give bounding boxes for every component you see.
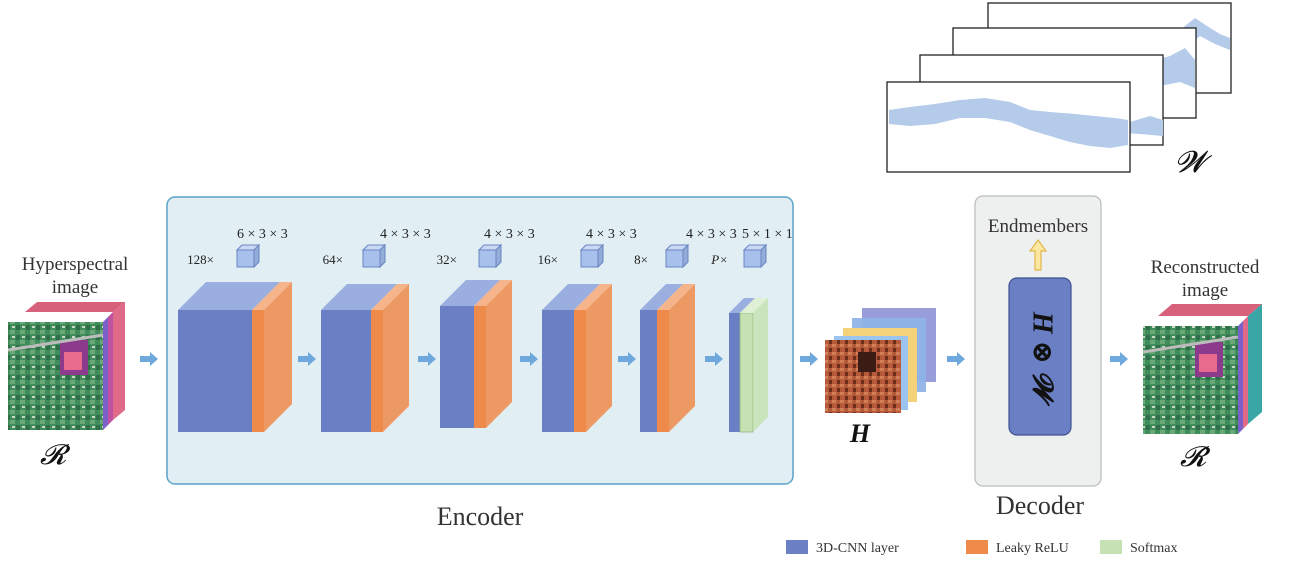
relu-block bbox=[474, 306, 486, 428]
cnn-block-top bbox=[321, 284, 397, 310]
cnn-block-top bbox=[640, 284, 683, 310]
output-symbol: 𝓡̂ bbox=[1180, 442, 1211, 473]
relu-block-side bbox=[383, 284, 409, 432]
endmember-matrix-symbol: 𝓦 bbox=[1175, 146, 1213, 179]
kernel-cube-icon bbox=[236, 249, 255, 268]
output-label-line2: image bbox=[1182, 280, 1228, 301]
endmembers-label: Endmembers bbox=[988, 216, 1088, 237]
relu-block bbox=[657, 310, 669, 432]
kernel-cube-icon bbox=[362, 249, 381, 268]
legend: 3D-CNN layer Leaky ReLU Softmax bbox=[786, 540, 1177, 556]
kernel-cube-icon bbox=[580, 249, 599, 268]
relu-block-side bbox=[669, 284, 695, 432]
input-hyperspectral-image: Hyperspectral image 𝓡 bbox=[7, 254, 129, 471]
legend-item: Softmax bbox=[1100, 540, 1177, 556]
endmember-spectra-stack: 𝓦 bbox=[886, 2, 1232, 179]
relu-block-side bbox=[486, 280, 512, 428]
spectrum-panel-1 bbox=[886, 81, 1131, 173]
kernel-cube-icon bbox=[743, 249, 762, 268]
legend-item: 3D-CNN layer bbox=[786, 540, 899, 556]
relu-block bbox=[371, 310, 383, 432]
channel-count-label: 128× bbox=[187, 252, 214, 267]
relu-block-top bbox=[574, 284, 612, 310]
cnn-block bbox=[321, 310, 371, 432]
cnn-block bbox=[729, 313, 740, 432]
legend-swatch bbox=[966, 540, 988, 554]
input-label-line1: Hyperspectral bbox=[22, 254, 129, 275]
softmax-block-side bbox=[753, 298, 768, 432]
input-label-line2: image bbox=[52, 277, 98, 298]
output-label-line1: Reconstructed bbox=[1151, 257, 1260, 278]
relu-block bbox=[574, 310, 586, 432]
kernel-cube-icon bbox=[665, 249, 684, 268]
cnn-block-top bbox=[729, 298, 755, 313]
kernel-size-label: 4 × 3 × 3 bbox=[686, 227, 737, 242]
channel-count-label: 8× bbox=[634, 252, 648, 267]
arrow-abundance-to-decoder bbox=[947, 352, 965, 366]
encoder-layer-2: 4 × 3 × 3 64× bbox=[321, 227, 431, 432]
input-symbol: 𝓡 bbox=[40, 440, 71, 471]
kernel-size-label: 4 × 3 × 3 bbox=[484, 227, 535, 242]
relu-block-side bbox=[586, 284, 612, 432]
arrow-enc-3 bbox=[520, 352, 538, 366]
encoder-arrows bbox=[298, 352, 723, 366]
decoder-label: Decoder bbox=[996, 491, 1084, 520]
encoder-layer-5: 4 × 3 × 3 8× bbox=[634, 227, 737, 432]
encoder-layer-4: 4 × 3 × 3 16× bbox=[538, 227, 637, 432]
abundance-maps: H bbox=[825, 308, 936, 448]
legend-label: Softmax bbox=[1130, 541, 1177, 556]
arrow-input-to-encoder bbox=[140, 352, 158, 366]
encoder-layer-1: 6 × 3 × 3 128× bbox=[178, 227, 292, 432]
output-cube bbox=[1142, 304, 1262, 434]
legend-item: Leaky ReLU bbox=[966, 540, 1069, 556]
output-reconstructed-image: Reconstructed image 𝓡̂ bbox=[1142, 257, 1262, 473]
endmembers-up-arrow bbox=[1028, 238, 1048, 271]
abundance-symbol: H bbox=[849, 419, 871, 448]
softmax-block bbox=[739, 312, 754, 433]
relu-block-top bbox=[474, 280, 512, 306]
cnn-block bbox=[640, 310, 657, 432]
legend-swatch bbox=[1100, 540, 1122, 554]
cnn-block bbox=[178, 310, 252, 432]
legend-label: Leaky ReLU bbox=[996, 541, 1069, 556]
encoder-layer-3: 4 × 3 × 3 32× bbox=[437, 227, 535, 428]
channel-count-label: P× bbox=[710, 252, 728, 267]
cnn-block-top bbox=[440, 280, 500, 306]
cnn-block bbox=[440, 306, 474, 428]
arrow-enc-1 bbox=[298, 352, 316, 366]
legend-label: 3D-CNN layer bbox=[816, 541, 899, 556]
input-cube bbox=[7, 302, 125, 430]
kernel-size-label: 6 × 3 × 3 bbox=[237, 227, 288, 242]
arrow-encoder-to-abundance bbox=[800, 352, 818, 366]
decoder-panel: Endmembers H ⊗ 𝓦 Decoder bbox=[974, 195, 1102, 520]
arrow-enc-4 bbox=[618, 352, 636, 366]
relu-block-top bbox=[252, 282, 292, 310]
channel-count-label: 32× bbox=[437, 252, 457, 267]
decoder-operation-block bbox=[1008, 277, 1072, 436]
kernel-size-label: 5 × 1 × 1 bbox=[742, 227, 793, 242]
cnn-block-top bbox=[178, 282, 280, 310]
channel-count-label: 64× bbox=[323, 252, 343, 267]
encoder-label: Encoder bbox=[437, 502, 524, 531]
relu-block-side bbox=[264, 282, 292, 432]
kernel-size-label: 4 × 3 × 3 bbox=[380, 227, 431, 242]
kernel-size-label: 4 × 3 × 3 bbox=[586, 227, 637, 242]
cnn-block-top bbox=[542, 284, 600, 310]
kernel-cube-icon bbox=[478, 249, 497, 268]
arrow-decoder-to-output bbox=[1110, 352, 1128, 366]
arrow-enc-5 bbox=[705, 352, 723, 366]
relu-block bbox=[252, 310, 264, 432]
encoder-layer-6: 5 × 1 × 1 P× bbox=[710, 227, 793, 433]
arrow-enc-2 bbox=[418, 352, 436, 366]
softmax-block-top bbox=[740, 298, 768, 313]
legend-swatch bbox=[786, 540, 808, 554]
relu-block-top bbox=[371, 284, 409, 310]
relu-block-top bbox=[657, 284, 695, 310]
decoder-operation: H ⊗ 𝓦 bbox=[1027, 311, 1058, 407]
channel-count-label: 16× bbox=[538, 252, 558, 267]
cnn-block bbox=[542, 310, 574, 432]
